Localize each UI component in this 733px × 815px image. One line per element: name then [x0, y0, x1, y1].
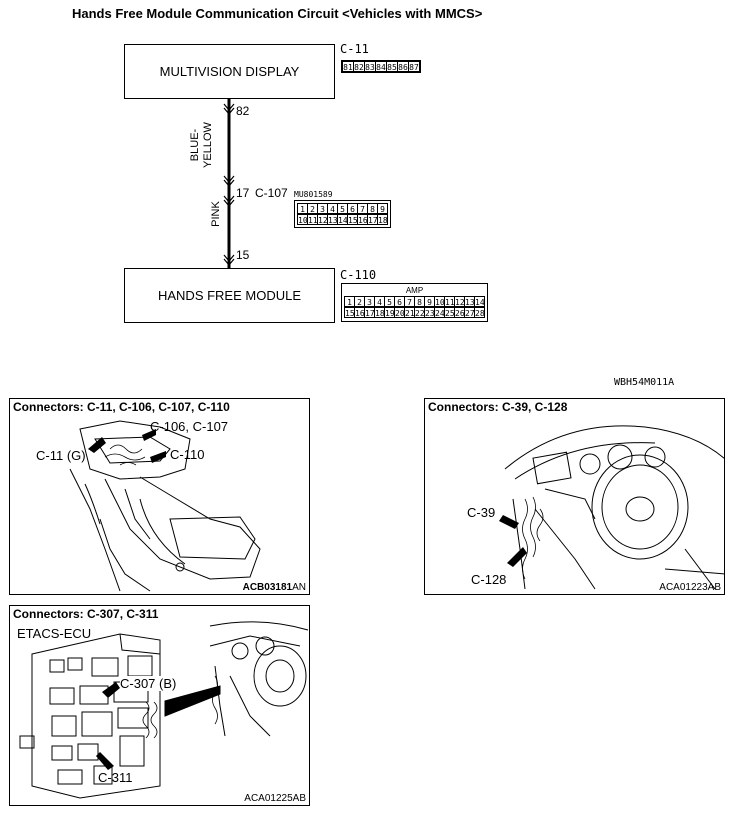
- connector-panel-c39-c128: Connectors: C-39, C-128 C-39 C-128 ACA01…: [424, 398, 725, 595]
- panel2-code: ACA01223AB: [659, 582, 721, 593]
- label-c39: C-39: [467, 505, 496, 520]
- multivision-display-label: MULTIVISION DISPLAY: [159, 64, 300, 79]
- connector-panel-c11-c110: Connectors: C-11, C-106, C-107, C-110 C-…: [9, 398, 310, 595]
- hands-free-module-label: HANDS FREE MODULE: [157, 288, 302, 303]
- c11-connector-label: C-11: [340, 42, 369, 56]
- panel2-title: Connectors: C-39, C-128: [428, 400, 568, 414]
- label-c311: C-311: [98, 770, 133, 785]
- panel3-code: ACA01225AB: [244, 793, 306, 804]
- steering-dashboard-illustration: [499, 425, 724, 590]
- wire-color-pink: PINK: [210, 201, 222, 227]
- diagram-code: WBH54M011A: [614, 377, 675, 388]
- label-c110: C-110: [170, 447, 205, 462]
- panel1-title: Connectors: C-11, C-106, C-107, C-110: [13, 400, 230, 414]
- c107-part-number: MU801589: [294, 190, 333, 199]
- c110-pin: 28: [474, 307, 485, 318]
- c107-connector-label: C-107: [255, 186, 288, 200]
- label-etacs-ecu: ETACS-ECU: [17, 626, 92, 641]
- amp-label: AMP: [405, 286, 424, 295]
- label-c106-c107: C-106, C-107: [150, 419, 229, 434]
- wire-pin-15: 15: [236, 248, 250, 262]
- multivision-display-box: MULTIVISION DISPLAY: [124, 44, 335, 99]
- label-c11-g: C-11 (G): [36, 448, 86, 463]
- wiring-lines: [223, 98, 235, 268]
- junction-pin-17: 17: [236, 186, 250, 200]
- etacs-ecu-illustration: [19, 621, 309, 799]
- hands-free-module-box: HANDS FREE MODULE: [124, 268, 335, 323]
- c107-pin: 9: [377, 203, 388, 214]
- connector-panel-c307-c311: Connectors: C-307, C-311 ETACS-ECU C-307…: [9, 605, 310, 806]
- c107-pin: 18: [377, 214, 388, 225]
- wire-color-blue-yellow: BLUE- YELLOW: [189, 122, 214, 168]
- page-title: Hands Free Module Communication Circuit …: [72, 6, 483, 21]
- c110-connector-label: C-110: [340, 268, 377, 282]
- c110-pin: 14: [474, 296, 485, 307]
- dashboard-console-illustration: [69, 420, 261, 592]
- panel3-title: Connectors: C-307, C-311: [13, 607, 159, 621]
- label-c307-b: C-307 (B): [120, 676, 177, 691]
- panel1-code: ACB03181AN: [242, 582, 306, 593]
- label-c128: C-128: [471, 572, 507, 587]
- wire-pin-82: 82: [236, 104, 250, 118]
- c11-pin: 87: [408, 61, 420, 72]
